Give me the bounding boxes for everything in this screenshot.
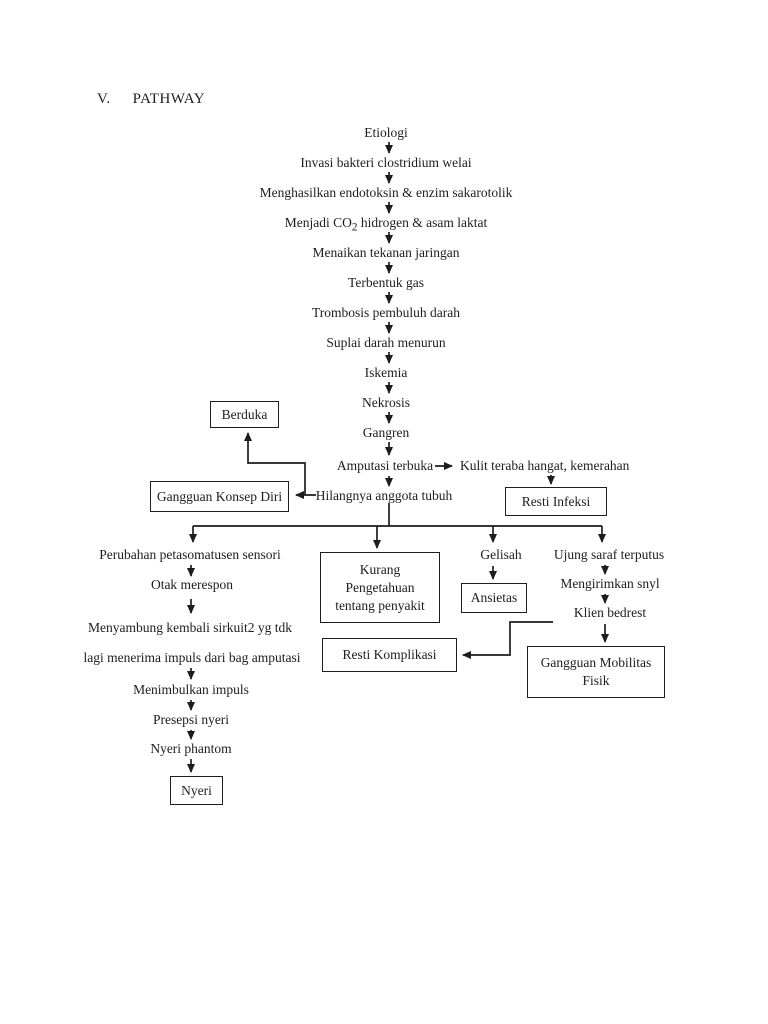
node-terbentuk-gas: Terbentuk gas [348, 275, 424, 290]
node-hilangnya-anggota: Hilangnya anggota tubuh [315, 488, 453, 503]
box-gangguan-konsep-diri: Gangguan Konsep Diri [150, 481, 289, 512]
node-nyeri-phantom: Nyeri phantom [150, 741, 232, 756]
node-presepsi-nyeri: Presepsi nyeri [152, 712, 230, 727]
page-title: V. PATHWAY [97, 91, 205, 108]
node-menimbulkan-impuls: Menimbulkan impuls [133, 682, 249, 697]
node-ujung-saraf: Ujung saraf terputus [553, 547, 665, 562]
box-gangguan-mobilitas-fisik: Gangguan Mobilitas Fisik [527, 646, 665, 698]
node-invasi-bakteri: Invasi bakteri clostridium welai [300, 155, 472, 170]
node-gangren: Gangren [362, 425, 410, 440]
node-suplai-darah: Suplai darah menurun [326, 335, 446, 350]
box-ansietas: Ansietas [461, 583, 527, 613]
node-menjadi-co2: Menjadi CO2 hidrogen & asam laktat [284, 215, 488, 234]
box-kurang-pengetahuan: Kurang Pengetahuan tentang penyakit [320, 552, 440, 623]
node-klien-bedrest: Klien bedrest [573, 605, 647, 620]
node-menaikan-tekanan: Menaikan tekanan jaringan [312, 245, 460, 260]
node-trombosis: Trombosis pembuluh darah [312, 305, 460, 320]
box-resti-komplikasi: Resti Komplikasi [322, 638, 457, 672]
box-berduka: Berduka [210, 401, 279, 428]
node-perubahan-sensori: Perubahan petasomatusen sensori [99, 547, 281, 562]
node-otak-merespon: Otak merespon [150, 577, 234, 592]
node-amputasi-terbuka: Amputasi terbuka [336, 458, 434, 473]
heading-numeral: V. [97, 91, 111, 107]
heading-text: PATHWAY [132, 91, 206, 107]
node-menyambung-line2: lagi menerima impuls dari bag amputasi [83, 650, 301, 665]
node-gelisah: Gelisah [480, 547, 522, 562]
node-etiologi: Etiologi [364, 125, 408, 140]
node-kulit-teraba: Kulit teraba hangat, kemerahan [460, 458, 630, 473]
node-menghasilkan-endotoksin: Menghasilkan endotoksin & enzim sakaroto… [259, 185, 513, 200]
node-mengirimkan-snyl: Mengirimkan snyl [560, 576, 660, 591]
box-nyeri: Nyeri [170, 776, 223, 805]
node-menyambung-line1: Menyambung kembali sirkuit2 yg tdk [88, 620, 292, 635]
box-resti-infeksi: Resti Infeksi [505, 487, 607, 516]
co2-subscript: 2 [351, 221, 358, 234]
node-iskemia: Iskemia [364, 365, 408, 380]
node-nekrosis: Nekrosis [362, 395, 410, 410]
